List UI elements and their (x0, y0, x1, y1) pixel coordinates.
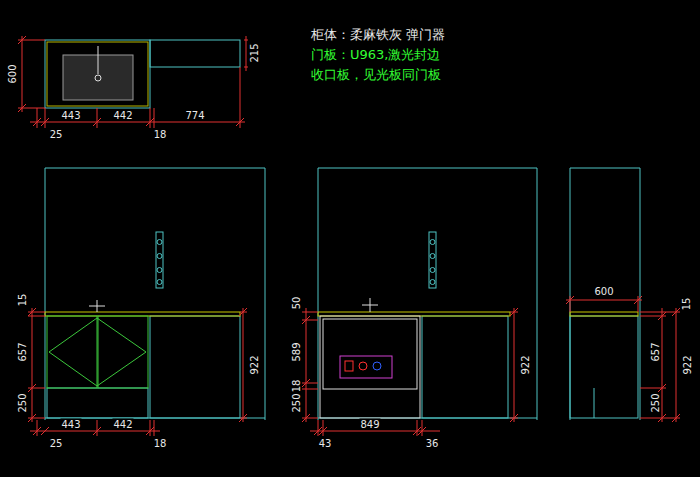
dimension-text: 657 (650, 341, 661, 362)
dimension-text: 589 (291, 341, 302, 362)
dimension-text: 15 (681, 297, 692, 312)
dimension-text: 18 (291, 379, 302, 394)
dimension-text: 922 (682, 354, 693, 375)
dimension-text: 215 (249, 42, 260, 63)
note-text: 门板：U963,激光封边 (310, 48, 441, 62)
dimension-text: 657 (17, 341, 28, 362)
dimension-text: 600 (7, 63, 18, 84)
dimension-text: 443 (60, 419, 81, 430)
dimension-text: 849 (359, 419, 380, 430)
dimension-text: 250 (17, 392, 28, 413)
dimension-text: 43 (318, 438, 333, 449)
dimension-text: 250 (650, 392, 661, 413)
dimension-text: 250 (291, 392, 302, 413)
dimension-text: 442 (112, 110, 133, 121)
dimension-text: 443 (60, 110, 81, 121)
note-text: 柜体：柔麻铁灰 弹门器 (310, 28, 446, 42)
dimension-text: 25 (49, 129, 64, 140)
dimension-text: 36 (425, 438, 440, 449)
dimension-text: 922 (520, 354, 531, 375)
dimension-text: 18 (153, 438, 168, 449)
dimension-text: 50 (291, 296, 302, 311)
dimension-text: 442 (112, 419, 133, 430)
note-text: 收口板，见光板同门板 (310, 68, 442, 82)
dimension-text: 600 (593, 286, 614, 297)
dimension-text: 922 (249, 354, 260, 375)
dimension-text: 15 (17, 293, 28, 308)
dimension-text: 18 (153, 129, 168, 140)
dimension-text: 774 (184, 110, 205, 121)
dimension-text: 25 (49, 438, 64, 449)
